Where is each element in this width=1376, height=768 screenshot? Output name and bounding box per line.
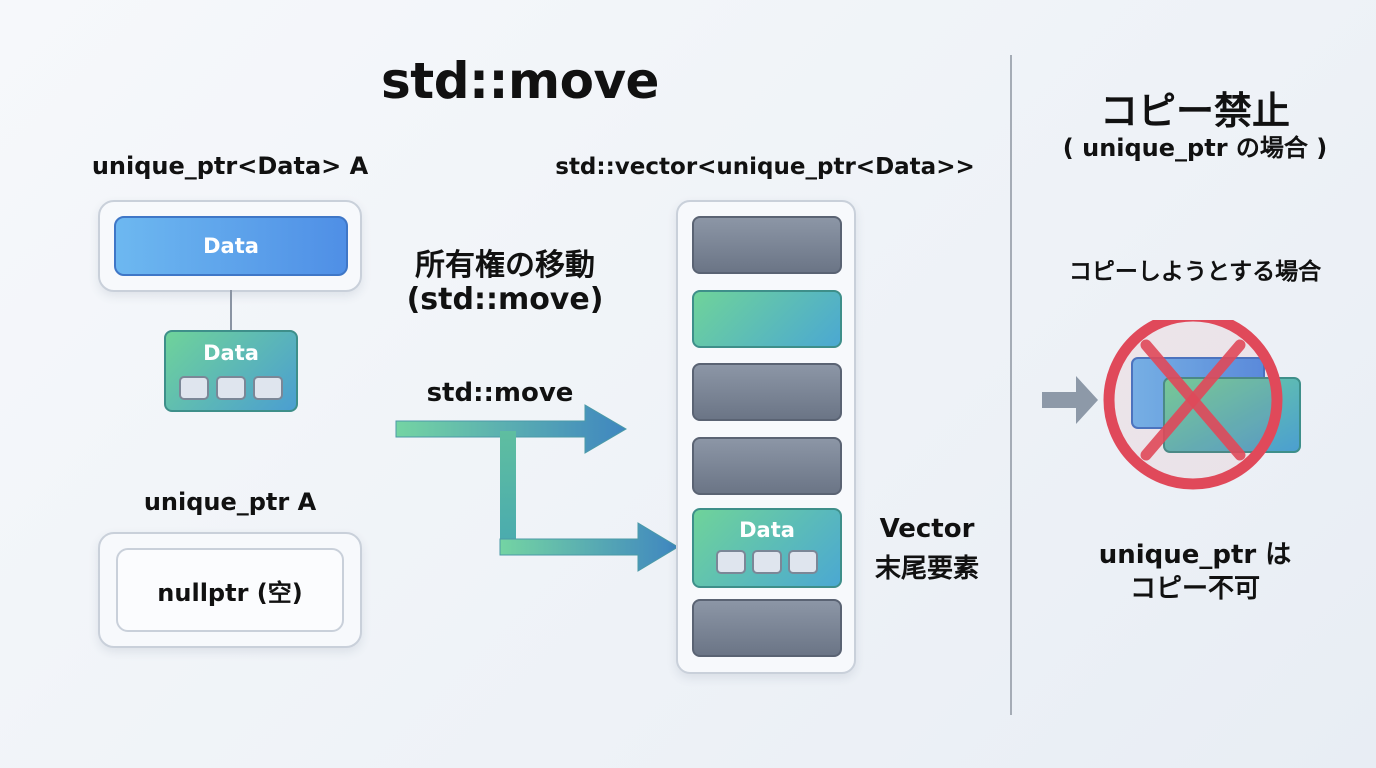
no-copy-heading: コピー禁止 (1099, 89, 1290, 133)
unique-ptr-a-after-label: unique_ptr A (143, 488, 317, 516)
data-field-cell (788, 550, 818, 574)
data-object-green: Data (164, 330, 298, 412)
ownership-transfer-line2: (std::move) (406, 282, 604, 317)
move-arrow-bottom (499, 522, 679, 572)
data-field-cell (752, 550, 782, 574)
prohibited-copy-graphic (1042, 320, 1301, 490)
prohibition-cross (1140, 339, 1246, 461)
data-object-blue-label: Data (203, 234, 259, 258)
no-copy-result-line1: unique_ptr は (1098, 540, 1292, 570)
data-field-cell (253, 376, 283, 400)
copy-attempt-label: コピーしようとする場合 (1068, 259, 1322, 285)
vector-container: Data (676, 200, 856, 674)
data-field-cell (216, 376, 246, 400)
vector-tail-label-line1: Vector (879, 514, 975, 544)
move-arrow-label: std::move (426, 378, 574, 408)
vector-slot (692, 599, 842, 657)
nullptr-label: nullptr (空) (157, 578, 303, 607)
data-object-blue: Data (114, 216, 348, 276)
vector-type-label: std::vector<unique_ptr<Data>> (555, 154, 975, 180)
move-arrow-bend (500, 431, 516, 555)
vector-slot (692, 216, 842, 274)
data-field-cell (716, 550, 746, 574)
no-copy-result-line2: コピー不可 (1129, 574, 1260, 604)
vector-slot (692, 437, 842, 495)
vector-slot-filled (692, 290, 842, 348)
copy-arrow (1042, 376, 1098, 424)
unique-ptr-a-after-box: nullptr (空) (98, 532, 362, 648)
vector-tail-data-label: Data (739, 518, 795, 542)
diagram-title: std::move (381, 52, 659, 110)
ownership-transfer-line1: 所有権の移動 (415, 248, 595, 283)
section-divider (1010, 55, 1012, 715)
nullptr-box: nullptr (空) (116, 548, 344, 632)
vector-tail-element: Data (692, 508, 842, 588)
move-arrow-top (395, 404, 627, 454)
data-object-green-label: Data (203, 341, 259, 365)
unique-ptr-a-box: Data (98, 200, 362, 292)
data-field-cell (179, 376, 209, 400)
unique-ptr-a-label: unique_ptr<Data> A (91, 152, 369, 180)
no-copy-subheading: ( unique_ptr の場合 ) (1062, 134, 1328, 162)
vector-tail-label-line2: 末尾要素 (874, 554, 979, 584)
move-arrows (395, 404, 679, 572)
pointer-connector (230, 290, 232, 332)
vector-slot (692, 363, 842, 421)
